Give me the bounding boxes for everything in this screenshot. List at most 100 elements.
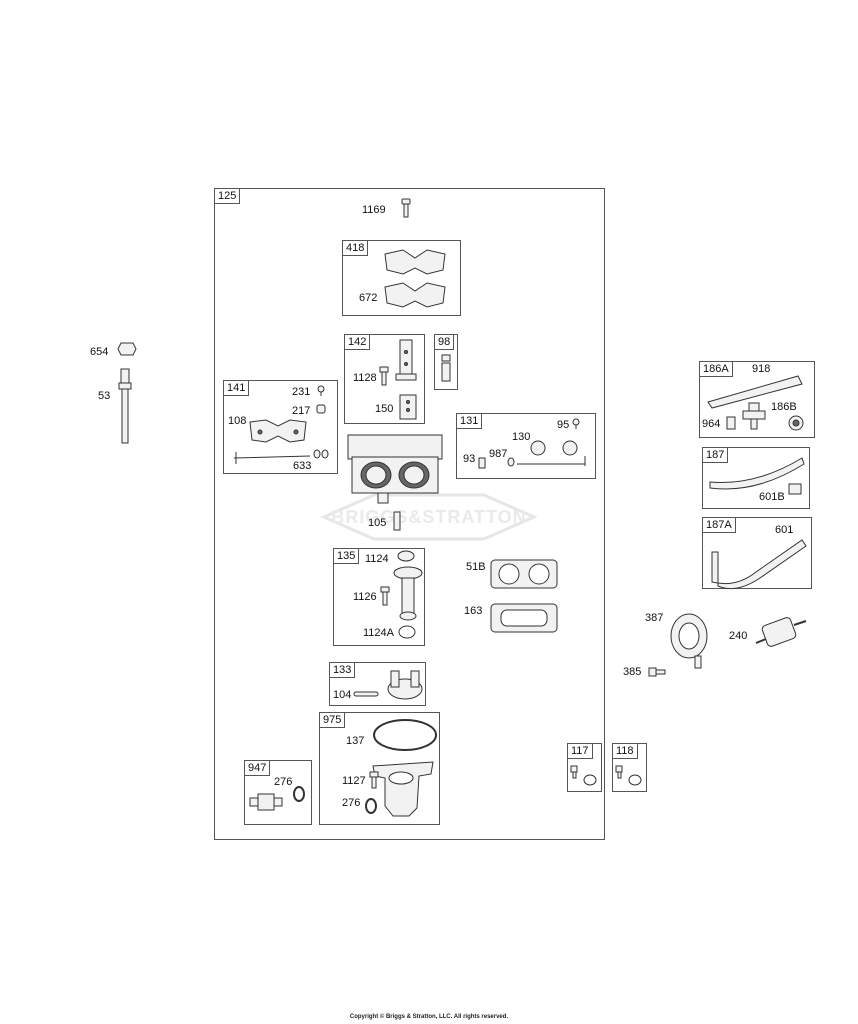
part-label-150: 150 [375, 403, 394, 415]
part-label-918: 918 [752, 363, 771, 375]
group-tag-187A: 187A [702, 517, 736, 533]
part-label-633: 633 [293, 460, 312, 472]
group-tag-142: 142 [344, 334, 371, 350]
screw-1127-icon [369, 771, 379, 789]
group-box-98: 98 [434, 334, 458, 390]
jet-105-icon [393, 511, 401, 531]
cap-217-icon [316, 404, 326, 414]
watermark-text: BRIGGS&STRATTON [331, 507, 527, 527]
part-label-601: 601 [775, 524, 794, 536]
group-tag-118: 118 [612, 743, 638, 759]
part-label-1124: 1124 [365, 553, 389, 565]
shaft-131-icon [517, 456, 586, 466]
hose-187A-icon [711, 539, 807, 590]
part-label-93: 93 [463, 453, 476, 465]
screw-385-icon [648, 667, 666, 677]
float-133-icon [387, 670, 423, 700]
group-tag-187: 187 [702, 447, 729, 463]
group-box-186A: 186A [699, 361, 815, 438]
copyright-footer: Copyright © Briggs & Stratton, LLC. All … [349, 1014, 509, 1020]
part-label-186B: 186B [771, 401, 797, 413]
fitting-186B-icon [788, 415, 804, 431]
screw-washer-118-icon [615, 765, 642, 786]
group-box-133: 133 [329, 662, 426, 706]
part-label-1126: 1126 [353, 591, 377, 603]
group-tag-125: 125 [214, 188, 241, 204]
part-label-231: 231 [292, 386, 311, 398]
group-box-131: 131 [456, 413, 596, 479]
solenoid-947-icon [249, 793, 283, 811]
hose-918-icon [707, 375, 803, 409]
housing-975-icon [372, 761, 434, 817]
part-label-104: 104 [333, 689, 352, 701]
plate-150-icon [399, 394, 417, 420]
part-label-1128: 1128 [353, 372, 377, 384]
washer-633-icon [313, 449, 329, 459]
shaft-633-icon [233, 452, 311, 464]
group-box-947: 947 [244, 760, 312, 825]
part-label-130: 130 [512, 431, 531, 443]
group-box-125: 125 [214, 188, 605, 840]
gasket-51B-icon [490, 559, 558, 589]
spring-98-icon [441, 354, 451, 382]
group-box-118: 118 [612, 743, 647, 792]
gasket-418-icon [384, 249, 446, 275]
valve-186A-icon [742, 402, 766, 430]
pin-93-icon [478, 457, 486, 469]
group-tag-141: 141 [223, 380, 250, 396]
part-label-51B: 51B [466, 561, 486, 573]
fuel-filter-240-icon [755, 617, 807, 647]
part-label-53: 53 [98, 390, 111, 402]
part-label-276-b: 276 [342, 797, 361, 809]
group-box-418: 418 [342, 240, 461, 316]
part-label-387: 387 [645, 612, 664, 624]
group-box-187: 187 [702, 447, 810, 509]
pin-104-icon [353, 691, 379, 697]
part-label-987: 987 [489, 448, 508, 460]
part-label-1169: 1169 [362, 204, 386, 216]
screw-1169-icon [401, 198, 411, 218]
oring-1124A-icon [398, 625, 416, 639]
screw-1126-icon [380, 586, 390, 606]
group-tag-131: 131 [456, 413, 483, 429]
part-label-217: 217 [292, 405, 311, 417]
group-tag-98: 98 [434, 334, 455, 350]
nut-654-icon [117, 342, 137, 356]
group-box-135: 135 [333, 548, 425, 646]
group-tag-975: 975 [319, 712, 346, 728]
stud-53-icon [118, 368, 132, 444]
carburetor-body-icon [347, 434, 443, 504]
seal-1124-icon [397, 550, 415, 562]
group-tag-947: 947 [244, 760, 271, 776]
group-tag-135: 135 [333, 548, 360, 564]
group-box-117: 117 [567, 743, 602, 792]
part-label-163: 163 [464, 605, 483, 617]
washer-987-icon [507, 457, 515, 467]
gasket-108-icon [249, 419, 307, 443]
part-label-137: 137 [346, 735, 365, 747]
part-label-601B: 601B [759, 491, 785, 503]
group-tag-418: 418 [342, 240, 369, 256]
group-tag-133: 133 [329, 662, 356, 678]
part-label-654: 654 [90, 346, 109, 358]
brand-watermark: BRIGGS&STRATTON [314, 491, 544, 543]
hose-187-icon [709, 457, 805, 490]
part-label-108: 108 [228, 415, 247, 427]
fuel-pump-387-icon [670, 613, 708, 669]
part-label-240: 240 [729, 630, 748, 642]
screw-1128-icon [379, 366, 389, 386]
plate-142-icon [395, 339, 417, 381]
group-tag-186A: 186A [699, 361, 733, 377]
part-label-964: 964 [702, 418, 721, 430]
gasket-672-icon [384, 282, 446, 308]
oring-137-icon [373, 719, 437, 751]
group-box-141: 141 [223, 380, 338, 474]
pin-95-icon [572, 418, 580, 429]
clamp-964-icon [726, 416, 736, 430]
plate-130-icon [530, 440, 578, 456]
part-label-385: 385 [623, 666, 642, 678]
part-label-672: 672 [359, 292, 378, 304]
bowl-135-icon [393, 566, 423, 621]
group-box-187A: 187A [702, 517, 812, 589]
pin-231-icon [317, 385, 325, 396]
